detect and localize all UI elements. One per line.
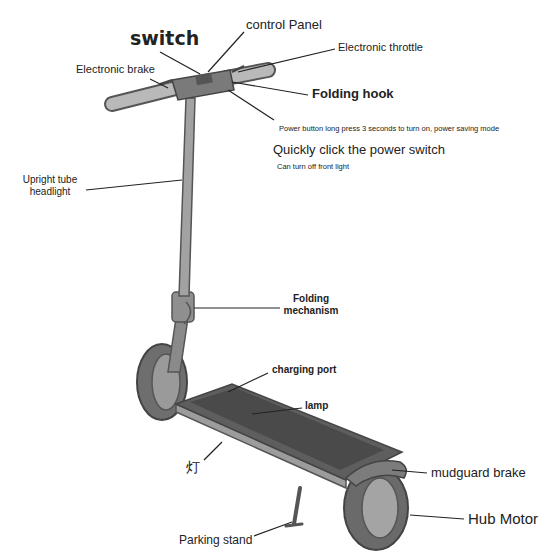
part-label: 灯 bbox=[186, 459, 200, 476]
part-label: switch bbox=[130, 27, 199, 50]
note-text: Power button long press 3 seconds to tur… bbox=[279, 124, 499, 133]
part-label: Electronic brake bbox=[76, 63, 155, 76]
part-label: Parking stand bbox=[179, 533, 252, 547]
part-label: Upright tube headlight bbox=[14, 174, 86, 198]
part-label: Electronic throttle bbox=[338, 41, 423, 54]
part-label: mudguard brake bbox=[431, 465, 526, 481]
part-label: Folding hook bbox=[312, 86, 394, 102]
leader-lines bbox=[86, 32, 464, 536]
part-label: charging port bbox=[272, 364, 336, 376]
part-label: control Panel bbox=[246, 17, 322, 33]
part-label: Hub Motor bbox=[468, 510, 538, 528]
note-text: Quickly click the power switch bbox=[273, 142, 445, 158]
note-text: Can turn off front light bbox=[277, 162, 349, 171]
part-label: lamp bbox=[305, 400, 328, 412]
part-label: Folding mechanism bbox=[282, 293, 340, 317]
